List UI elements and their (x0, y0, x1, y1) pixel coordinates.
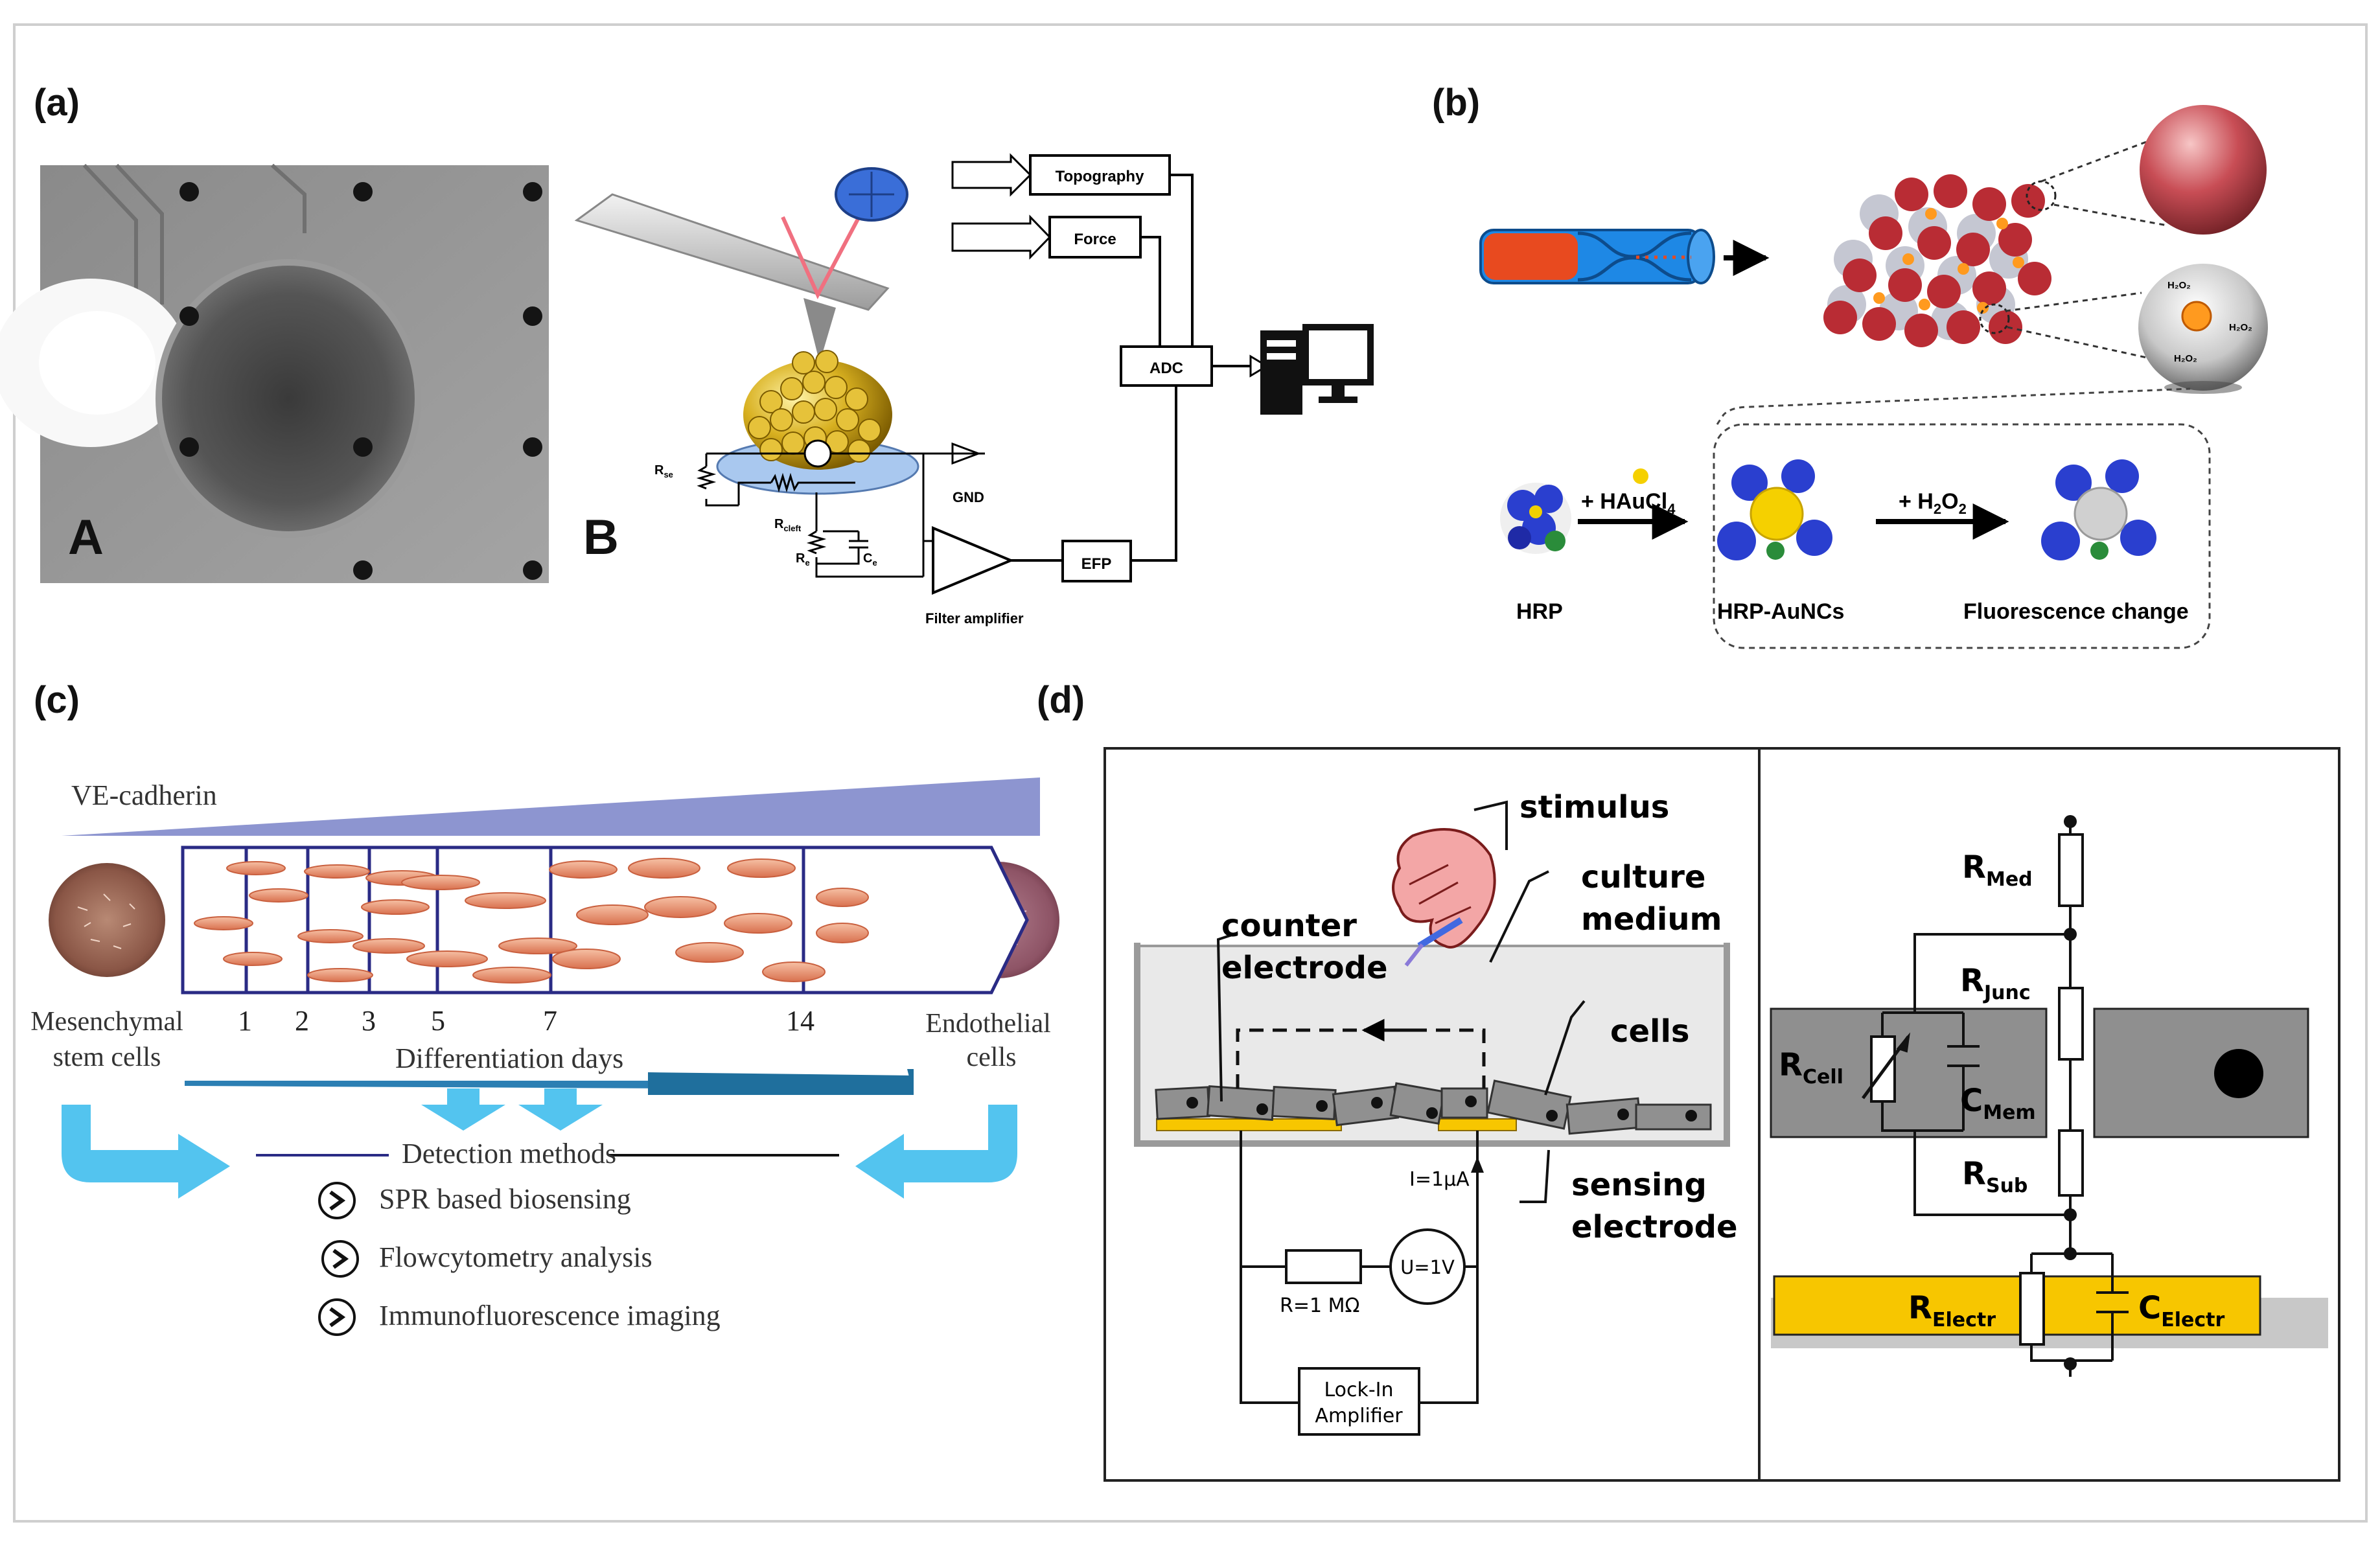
r-junc-label: RJunc (1960, 963, 2031, 1004)
day-label: 1 (238, 1005, 252, 1037)
counter-electrode-label: electrode (1221, 950, 1388, 986)
nanocluster-aggregate (1823, 140, 2171, 364)
computer-icon (1260, 324, 1374, 415)
fluorescence-change-icon (2041, 459, 2156, 560)
sensing-electrode-label: electrode (1571, 1209, 1738, 1245)
panel-c: VE-cadherin 1 2 3 5 7 14 Mesenchymal ste… (30, 777, 1059, 1336)
current-label: I=1μA (1409, 1168, 1470, 1191)
method-list: SPR based biosensing Flowcytometry analy… (318, 1182, 721, 1336)
panel-b: H₂O₂ H₂O₂ H₂O₂ + HAuCl4 + H2O2 HRP (1479, 105, 2268, 649)
ve-cadherin-label: VE-cadherin (71, 779, 217, 811)
pipette-hand-icon (1392, 828, 1496, 967)
h2o2-bottom: H₂O₂ (2174, 353, 2197, 364)
r-cell-label: RCell (1779, 1047, 1843, 1088)
reaction-box (1713, 423, 2211, 649)
day-label: 14 (786, 1005, 815, 1037)
filter-amplifier-label: Filter amplifier (925, 610, 1024, 627)
h2o2-right: H₂O₂ (2229, 322, 2252, 333)
msc-image (49, 863, 165, 977)
lockin-label-2: Amplifier (1315, 1405, 1403, 1427)
efp-label: EFP (1081, 555, 1112, 573)
day-labels: 1 2 3 5 7 14 (238, 1005, 815, 1037)
sensing-electrode (1438, 1118, 1517, 1131)
afm-schematic: EFP ADC Topography Force Rse Rcleft Re (574, 153, 1374, 627)
cell-block-right (2093, 1007, 2309, 1138)
red-nanoparticle-sphere (2140, 105, 2267, 235)
ec-label-line2: cells (967, 1042, 1017, 1072)
hrp-aunc-icon (1717, 459, 1832, 560)
h2o2-top: H₂O₂ (2167, 280, 2191, 291)
force-label: Force (1074, 231, 1116, 248)
schematic-letter: B (583, 510, 619, 565)
r-e-label: Re (796, 551, 810, 568)
panel-label-b: (b) (1432, 82, 1480, 124)
r-cleft-label: Rcleft (774, 517, 802, 533)
c-electr-label: CElectr (2138, 1290, 2224, 1331)
cell-block-left (1770, 1007, 2048, 1138)
adc-label: ADC (1150, 360, 1183, 377)
ve-cadherin-gradient (62, 777, 1040, 836)
day-label: 3 (362, 1005, 376, 1037)
r-seal-label: Rse (654, 463, 673, 479)
electrode-block (1773, 1275, 2261, 1336)
fluorescence-change-label: Fluorescence change (1963, 599, 2189, 624)
step2-label: + H2O2 (1899, 489, 1967, 517)
day-label: 2 (295, 1005, 309, 1037)
chevron-right-icon (318, 1298, 356, 1336)
h2o2-sphere: H₂O₂ H₂O₂ H₂O₂ (2138, 264, 2268, 394)
sensing-label: sensing (1571, 1167, 1707, 1203)
photo-letter: A (68, 510, 104, 565)
medium-label: medium (1581, 901, 1722, 938)
panel-label-a: (a) (34, 82, 80, 124)
culture-label: culture (1581, 859, 1705, 895)
step1-label: + HAuCl4 (1581, 489, 1676, 517)
figure-frame (13, 23, 2368, 1523)
chevron-right-icon (318, 1182, 356, 1219)
spheroid-micrograph: A (0, 163, 549, 583)
microfluidic-tube (1479, 229, 1770, 284)
method-item: Flowcytometry analysis (379, 1241, 653, 1273)
detection-methods-label: Detection methods (402, 1138, 616, 1169)
panel-label-d: (d) (1037, 679, 1085, 721)
hrp-aunc-label: HRP-AuNCs (1717, 599, 1844, 624)
differentiation-days-label: Differentiation days (395, 1042, 623, 1074)
r-sub-label: RSub (1962, 1156, 2028, 1197)
panel-a: A (0, 153, 1374, 627)
c-e-label: Ce (863, 551, 877, 568)
equivalent-circuit (1861, 822, 2129, 1377)
counter-label: counter (1221, 908, 1357, 944)
hrp-protein-icon (1500, 483, 1571, 554)
r-electr-label: RElectr (1908, 1290, 1996, 1331)
stimulus-label: stimulus (1519, 789, 1669, 825)
msc-label-line2: stem cells (53, 1042, 161, 1072)
panel-label-c: (c) (34, 679, 80, 721)
msc-label-line1: Mesenchymal (30, 1007, 183, 1037)
chevron-right-icon (321, 1240, 359, 1278)
ec-label-line1: Endothelial (925, 1009, 1051, 1039)
cell-ellipses (194, 858, 869, 984)
gnd-label: GND (953, 489, 984, 505)
topography-label: Topography (1056, 168, 1145, 185)
resistor-label: R=1 MΩ (1280, 1295, 1359, 1317)
method-item: Immunofluorescence imaging (379, 1300, 721, 1331)
cells-label: cells (1610, 1013, 1689, 1050)
measurement-circuit (1240, 1131, 1479, 1436)
adc-box (1120, 345, 1213, 387)
method-item: SPR based biosensing (379, 1183, 631, 1215)
voltage-source-label: U=1V (1400, 1256, 1455, 1278)
counter-electrode (1156, 1118, 1342, 1131)
r-med-label: RMed (1962, 849, 2033, 891)
detection-arrows (62, 1088, 1017, 1199)
hrp-label: HRP (1516, 599, 1563, 624)
day-label: 7 (543, 1005, 557, 1037)
panel-d: stimulus culture medium counter electrod… (1103, 747, 2340, 1482)
lockin-label-1: Lock-In (1324, 1379, 1393, 1401)
day-label: 5 (431, 1005, 445, 1037)
cell-nucleus (2214, 1049, 2263, 1098)
c-mem-label: CMem (1960, 1083, 2036, 1124)
